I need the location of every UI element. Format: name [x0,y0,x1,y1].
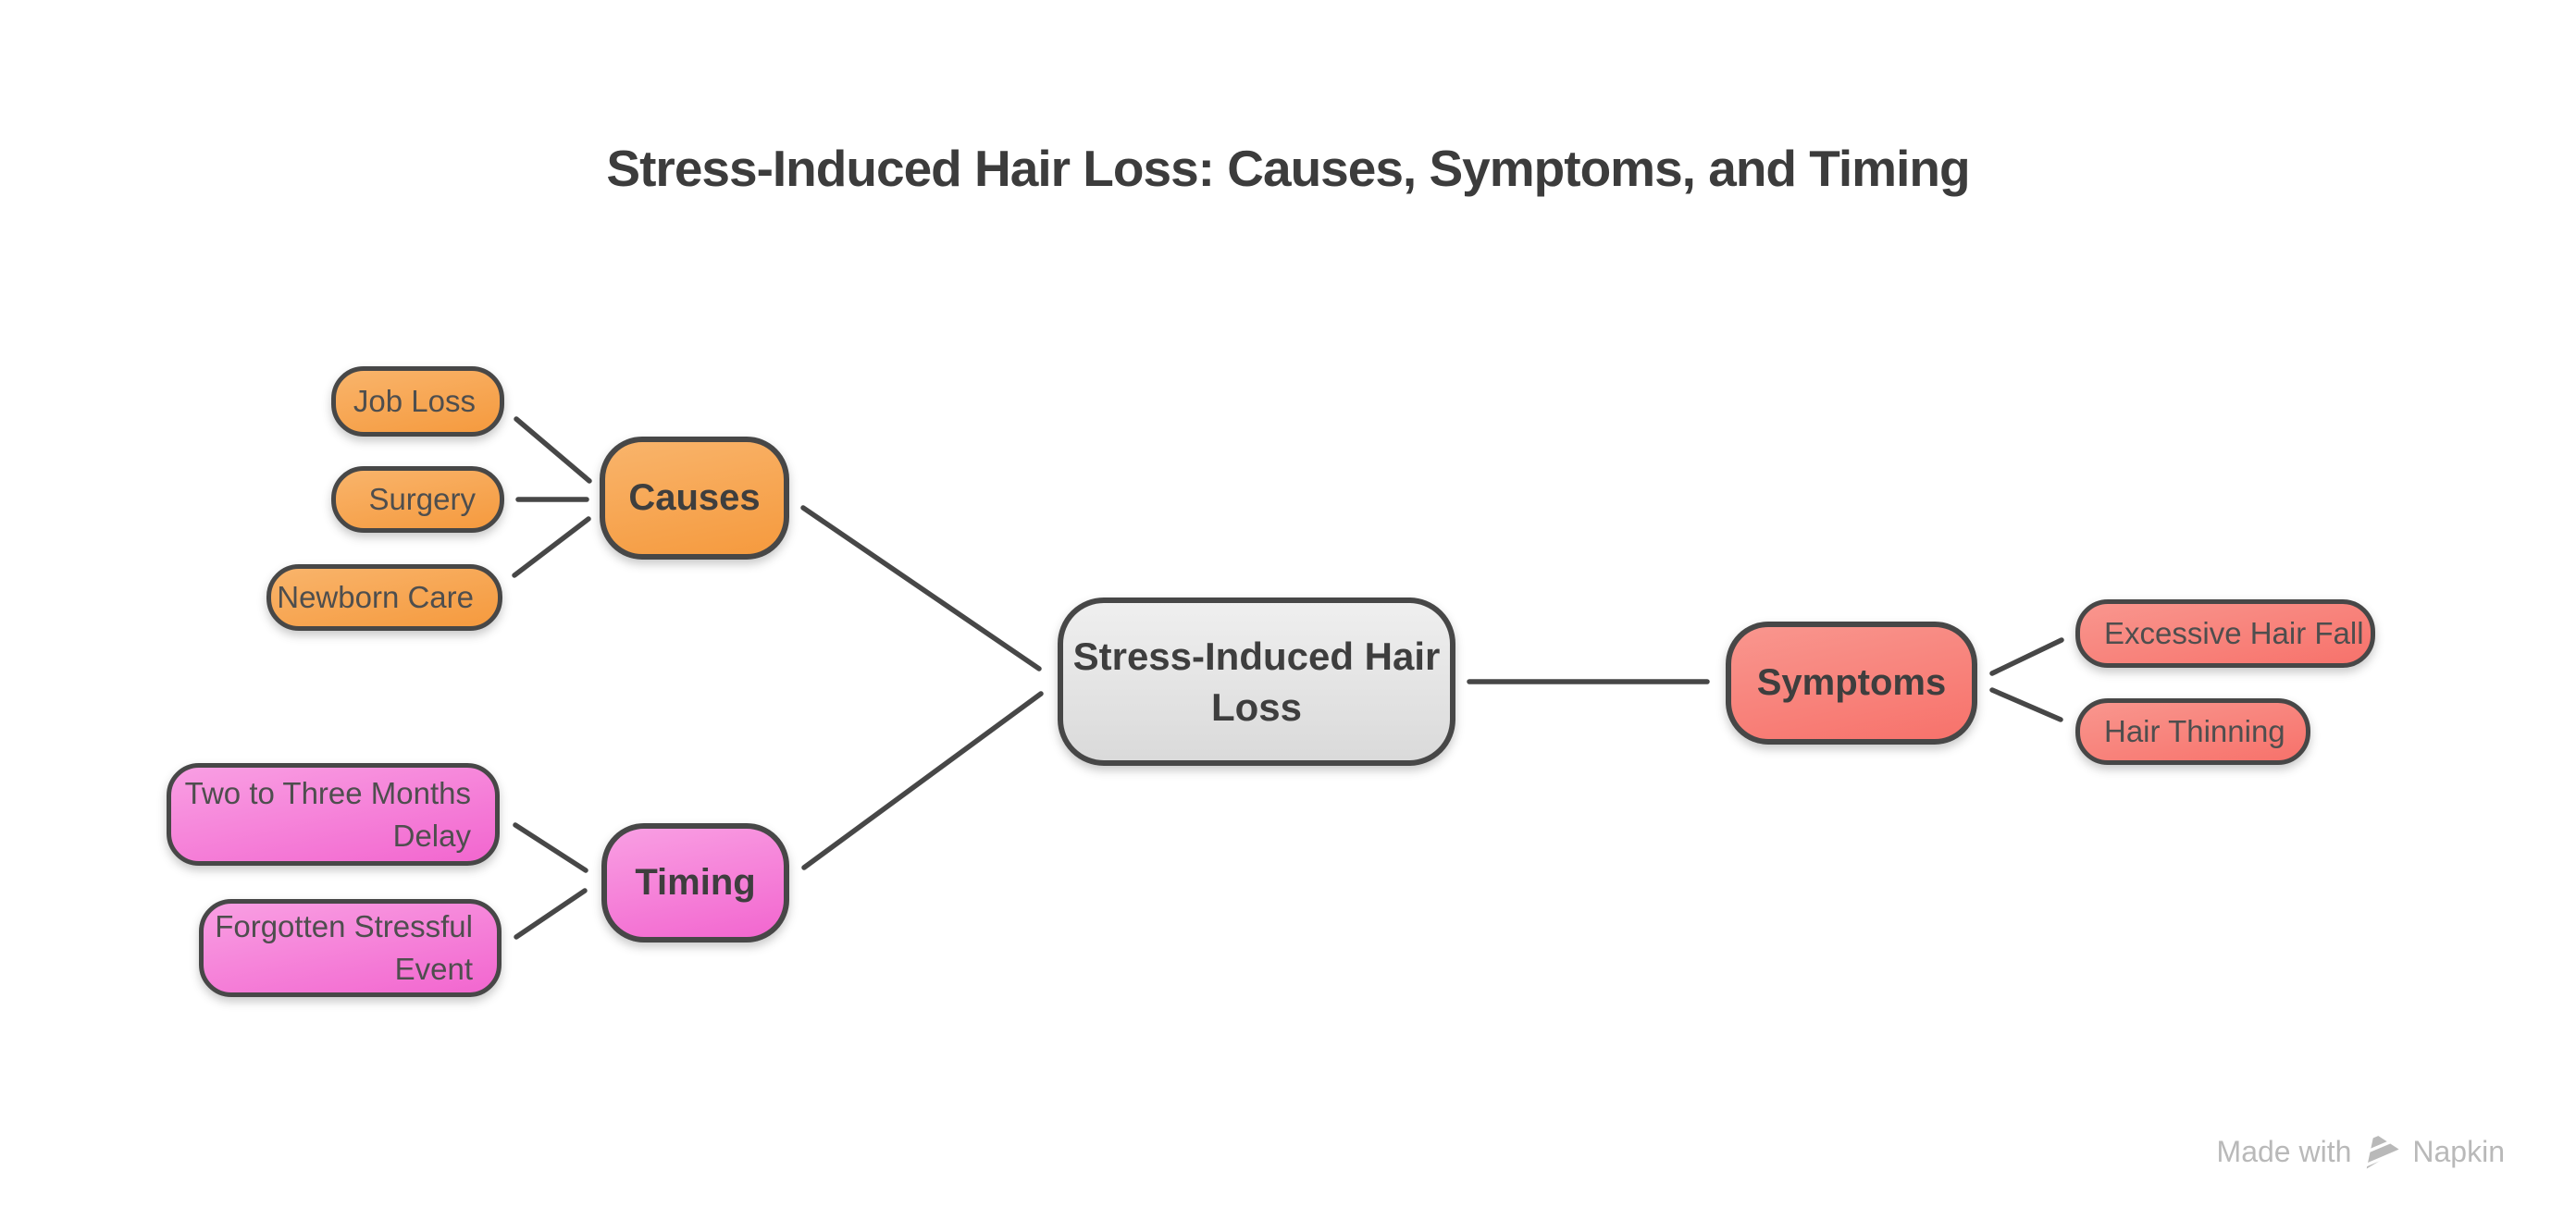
edge-forgotten-event-timing [514,888,588,940]
node-two-to-three-months-delay[interactable]: Two to Three Months Delay [167,763,500,866]
node-symptoms[interactable]: Symptoms [1726,622,1977,745]
edge-symptoms-hair-thinning [1989,687,2063,722]
made-with-napkin-link[interactable]: Made with Napkin [2217,1132,2505,1171]
edge-timing-central [801,691,1044,870]
node-causes[interactable]: Causes [600,437,789,560]
napkin-logo-icon [2362,1132,2401,1171]
node-excessive-hair-fall[interactable]: Excessive Hair Fall [2075,599,2375,668]
edge-job-loss-causes [514,416,592,484]
node-forgotten-stressful-event[interactable]: Forgotten Stressful Event [199,899,502,997]
node-newborn-care[interactable]: Newborn Care [266,564,502,631]
edge-symptoms-excessive-hair-fall [1989,637,2064,676]
edge-causes-central [800,505,1042,671]
diagram-title: Stress-Induced Hair Loss: Causes, Sympto… [606,140,1970,197]
node-central-stress-induced-hair-loss[interactable]: Stress-Induced Hair Loss [1058,598,1455,766]
node-job-loss[interactable]: Job Loss [331,366,504,437]
edge-two-three-months-timing [513,822,588,873]
node-hair-thinning[interactable]: Hair Thinning [2075,698,2310,765]
watermark-brand-text: Napkin [2412,1134,2505,1168]
edge-newborn-care-causes [512,516,591,578]
node-timing[interactable]: Timing [601,823,789,942]
node-surgery[interactable]: Surgery [331,466,504,533]
watermark-made-with-text: Made with [2216,1134,2352,1168]
